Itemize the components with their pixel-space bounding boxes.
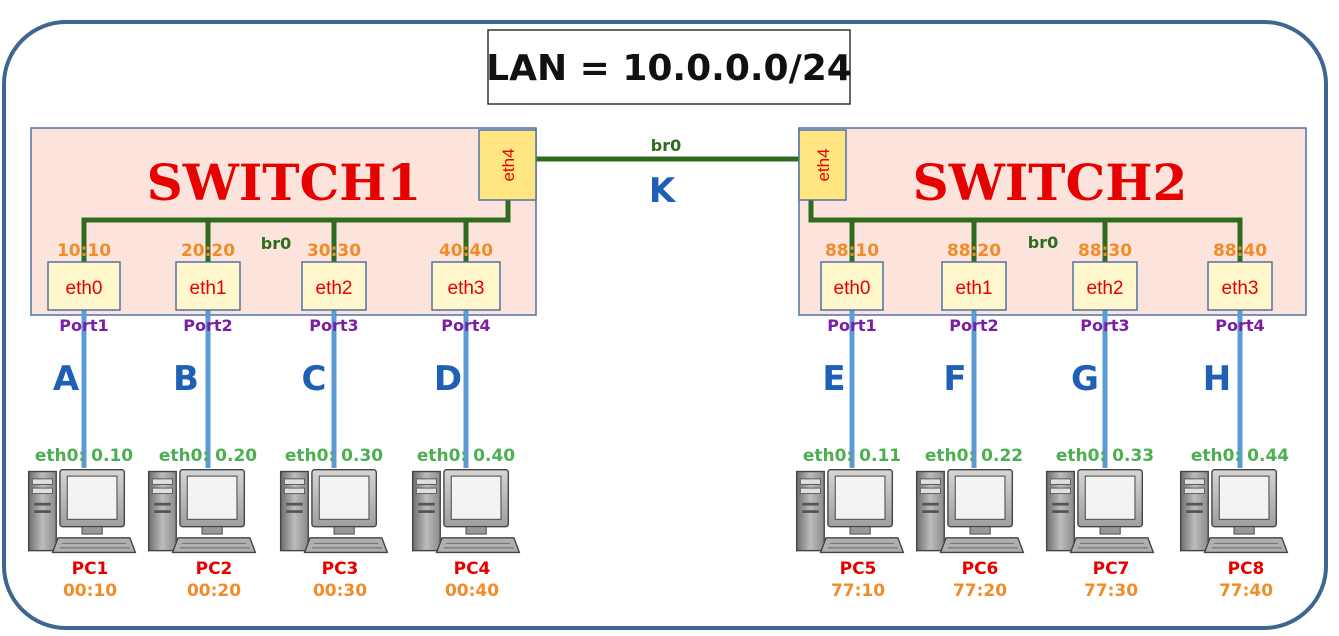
switch-port-mac: 10:10	[57, 241, 111, 261]
computer-icon	[147, 468, 257, 554]
switch1-title: SWITCH1	[147, 153, 422, 212]
switch-port-mac: 88:30	[1078, 241, 1132, 261]
link-letter: C	[302, 359, 327, 399]
pc-name: PC1	[72, 559, 109, 579]
pc-mac: 77:30	[1084, 581, 1138, 601]
switch-port-box	[431, 261, 501, 311]
switch-port-iface: eth0	[834, 278, 871, 299]
switch-port-mac: 20:20	[181, 241, 235, 261]
link-letter: B	[173, 359, 199, 399]
switch-port-mac: 88:40	[1213, 241, 1267, 261]
switch1-bridge-line	[81, 200, 511, 262]
pc-mac: 00:40	[445, 581, 499, 601]
switch-port-mac: 40:40	[439, 241, 493, 261]
pc-ip-label: eth0: 0.44	[1191, 446, 1289, 466]
switch-port-box	[301, 261, 367, 311]
computer-icon	[411, 468, 521, 554]
switch-port-number: Port2	[183, 316, 232, 335]
switch2-uplink-label: eth4	[814, 148, 833, 181]
pc-mac: 77:10	[831, 581, 885, 601]
pc-ip-label: eth0: 0.22	[925, 446, 1023, 466]
switch-port-mac: 88:10	[825, 241, 879, 261]
pc-ip-label: eth0: 0.30	[285, 446, 383, 466]
link-letter: A	[53, 359, 80, 399]
switch-port-iface: eth3	[448, 278, 485, 299]
computer-icon	[915, 468, 1025, 554]
switch-port-number: Port4	[1215, 316, 1264, 335]
switch2-bridge-label: br0	[1028, 233, 1058, 252]
switch-port-box	[1207, 261, 1273, 311]
pc-mac: 77:40	[1219, 581, 1273, 601]
switch2-uplink-port	[798, 129, 847, 201]
link-letter: G	[1071, 359, 1099, 399]
switch-port-iface: eth1	[956, 278, 993, 299]
link-letter: H	[1203, 359, 1231, 399]
trunk-bridge-label: br0	[651, 136, 681, 155]
switch-port-number: Port2	[949, 316, 998, 335]
pc-ip-label: eth0: 0.11	[803, 446, 901, 466]
switch-port-box	[1072, 261, 1138, 311]
switch-port-iface: eth1	[190, 278, 227, 299]
pc-name: PC2	[196, 559, 233, 579]
switch-port-box	[820, 261, 884, 311]
switch-port-mac: 88:20	[947, 241, 1001, 261]
switch-port-number: Port4	[441, 316, 490, 335]
pc-mac: 00:30	[313, 581, 367, 601]
switch1-uplink-port	[478, 129, 537, 201]
link-letter: F	[943, 359, 966, 399]
pc-mac: 00:10	[63, 581, 117, 601]
pc-ip-label: eth0: 0.33	[1056, 446, 1154, 466]
switch1-uplink-label: eth4	[499, 148, 518, 181]
pc-ip-label: eth0: 0.10	[35, 446, 133, 466]
switch-port-number: Port1	[827, 316, 876, 335]
pc-name: PC3	[322, 559, 359, 579]
pc-ip-label: eth0: 0.20	[159, 446, 257, 466]
pc-name: PC6	[962, 559, 999, 579]
pc-ip-label: eth0: 0.40	[417, 446, 515, 466]
switch-port-number: Port1	[59, 316, 108, 335]
switch1-bridge-label: br0	[261, 234, 291, 253]
lan-label-box	[487, 29, 851, 105]
switch-port-box	[175, 261, 241, 311]
computer-icon	[1179, 468, 1289, 554]
pc-name: PC5	[840, 559, 877, 579]
switch-port-iface: eth2	[316, 278, 353, 299]
switch-port-box	[941, 261, 1007, 311]
switch-port-iface: eth3	[1222, 278, 1259, 299]
pc-name: PC8	[1228, 559, 1265, 579]
switch-port-number: Port3	[1080, 316, 1129, 335]
computer-icon	[279, 468, 389, 554]
lan-label: LAN = 10.0.0.0/24	[486, 48, 852, 89]
link-letter: E	[822, 359, 845, 399]
trunk-link-label: K	[649, 171, 677, 211]
pc-mac: 77:20	[953, 581, 1007, 601]
link-letter: D	[434, 359, 462, 399]
computer-icon	[795, 468, 905, 554]
switch-port-box	[47, 261, 121, 311]
switch-port-iface: eth0	[66, 278, 103, 299]
pc-name: PC4	[454, 559, 491, 579]
switch2-title: SWITCH2	[913, 153, 1188, 212]
switch2-bridge-line	[808, 200, 1243, 262]
pc-name: PC7	[1093, 559, 1130, 579]
switch-port-iface: eth2	[1087, 278, 1124, 299]
switch-port-number: Port3	[309, 316, 358, 335]
switch-port-mac: 30:30	[307, 241, 361, 261]
computer-icon	[27, 468, 137, 554]
pc-mac: 00:20	[187, 581, 241, 601]
computer-icon	[1045, 468, 1155, 554]
